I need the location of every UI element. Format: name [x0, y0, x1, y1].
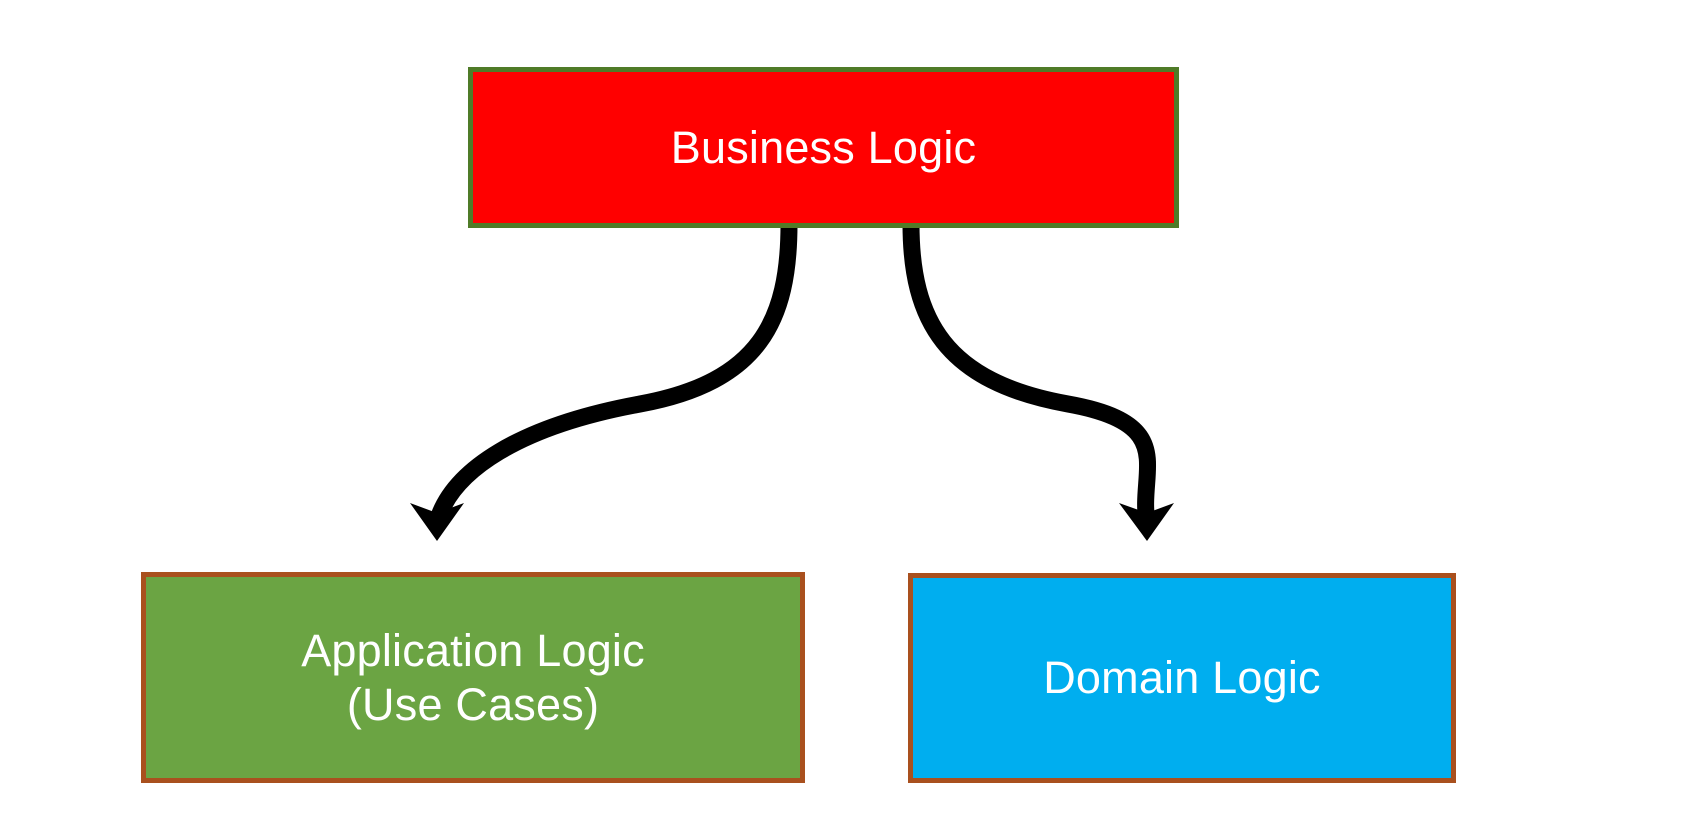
node-business-logic-label: Business Logic — [670, 121, 977, 173]
node-domain-logic-label: Domain Logic — [1043, 652, 1321, 704]
node-application-logic[interactable]: Application Logic (Use Cases) — [141, 572, 805, 783]
arrowhead-domain-logic — [1119, 503, 1174, 541]
connector-business-to-domain-path — [902, 223, 1157, 524]
connector-business-to-application — [410, 223, 798, 541]
node-application-logic-label: Application Logic (Use Cases) — [301, 625, 645, 730]
connector-business-to-application-path — [428, 223, 798, 525]
node-domain-logic[interactable]: Domain Logic — [908, 573, 1456, 783]
node-business-logic[interactable]: Business Logic — [468, 67, 1179, 228]
connector-business-to-domain — [902, 223, 1174, 541]
arrowhead-application-logic — [410, 503, 464, 541]
